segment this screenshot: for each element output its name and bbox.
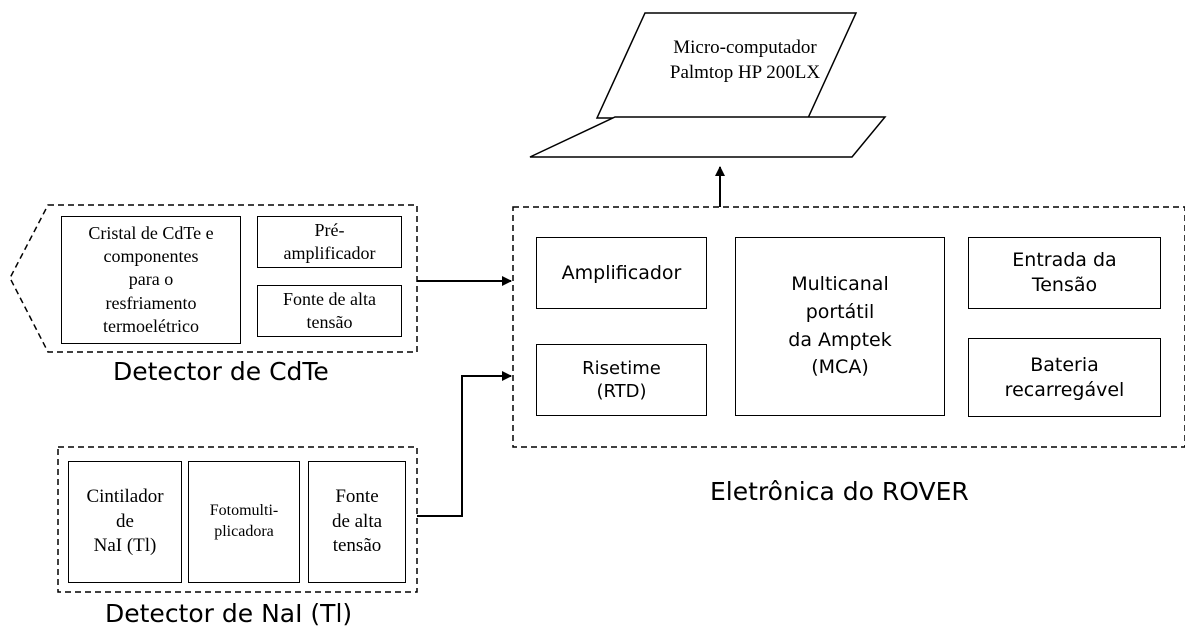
cdte-detector-outline — [9, 204, 418, 353]
nai-pmt-box: Fotomulti- plicadora — [188, 461, 300, 583]
cdte-crystal-box: Cristal de CdTe e componentes para o res… — [61, 216, 241, 344]
nai-scintillator-box: Cintilador de NaI (Tl) — [68, 461, 182, 583]
rover-rtd-box: Risetime (RTD) — [536, 344, 707, 416]
rover-mca-box: Multicanal portátil da Amptek (MCA) — [735, 237, 945, 416]
nai-detector-outline — [57, 446, 418, 593]
laptop-keyboard-shape — [529, 116, 887, 158]
nai-to-rover-arrow — [417, 371, 512, 517]
cdte-hv-box: Fonte de alta tensão — [257, 285, 402, 337]
rover-battery-box: Bateria recarregável — [968, 338, 1161, 417]
rover-electronics-outline — [512, 206, 1185, 448]
nai-hv-box: Fonte de alta tensão — [308, 461, 406, 583]
rover-caption: Eletrônica do ROVER — [710, 477, 969, 506]
rover-amplifier-box: Amplificador — [536, 237, 707, 309]
nai-caption: Detector de NaI (Tl) — [105, 599, 353, 628]
rover-voltage-input-box: Entrada da Tensão — [968, 237, 1161, 309]
laptop-label: Micro-computador Palmtop HP 200LX — [669, 37, 821, 83]
cdte-caption: Detector de CdTe — [113, 357, 329, 386]
cdte-preamp-box: Pré- amplificador — [257, 216, 402, 268]
